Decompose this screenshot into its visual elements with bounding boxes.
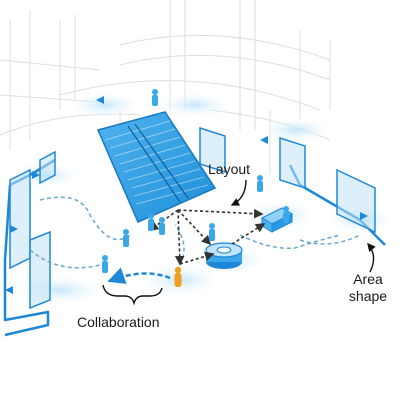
collaboration-brace (102, 284, 163, 306)
person-figure (152, 89, 158, 106)
floor-glows (5, 91, 400, 306)
area-shape-label-line2: shape (348, 288, 388, 304)
area-shape-label: Area shape (340, 271, 396, 305)
people (102, 89, 289, 287)
person-figure (257, 175, 263, 192)
person-figure-highlighted (174, 266, 182, 287)
person-figure (102, 255, 108, 273)
collaboration-label: Collaboration (77, 314, 160, 330)
layout-label: Layout (208, 161, 251, 177)
floor-arrows (5, 96, 368, 294)
person-figure (209, 223, 215, 241)
person-figure (159, 217, 165, 235)
layout-callout-arrow (230, 179, 247, 206)
person-figure (123, 229, 129, 247)
area-shape-label-line1: Area (353, 271, 383, 287)
person-figure (283, 206, 289, 223)
round-table (205, 242, 243, 269)
person-figure (148, 213, 154, 231)
staircase (96, 111, 217, 223)
collaboration-arrow (107, 267, 171, 284)
area-shape-callout-arrow (367, 242, 376, 273)
glass-panels (9, 126, 376, 310)
